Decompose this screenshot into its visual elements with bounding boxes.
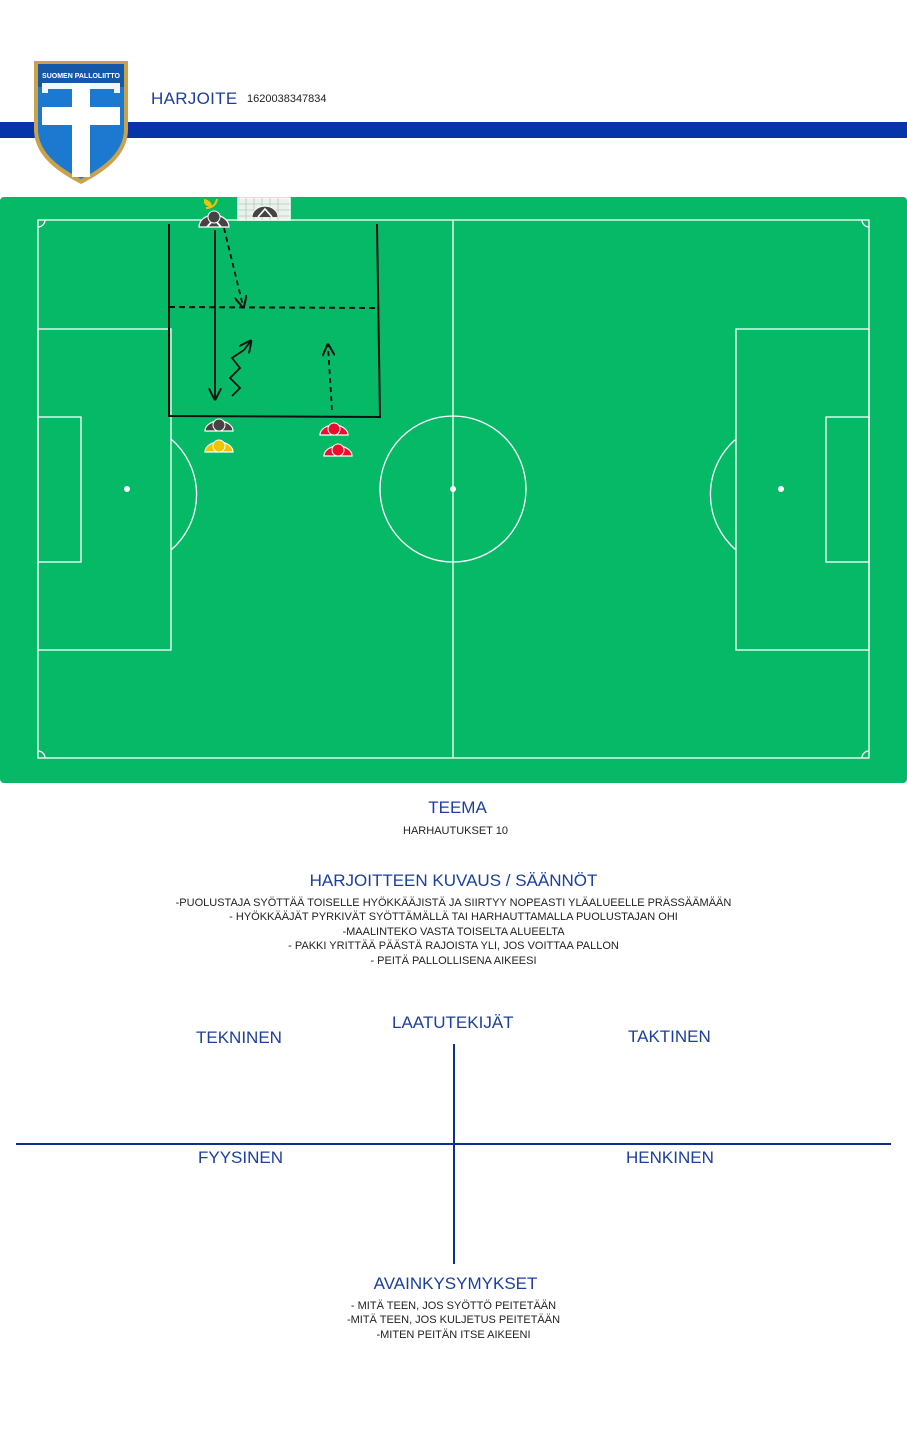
quadrant-physical: FYYSINEN	[198, 1148, 284, 1167]
pitch-markings	[37, 219, 870, 759]
center-spot	[450, 486, 456, 492]
pitch-diagram	[0, 197, 907, 783]
key-questions-list: - MITÄ TEEN, JOS SYÖTTÖ PEITETÄÄN -MITÄ …	[0, 1299, 907, 1342]
rules-list: -PUOLUSTAJA SYÖTTÄÄ TOISELLE HYÖKKÄÄJIST…	[0, 896, 907, 968]
attacker-gray-icon	[204, 418, 234, 432]
left-goal-area	[37, 416, 82, 563]
rule-line: - PEITÄ PALLOLLISENA AIKEESI	[370, 954, 537, 967]
run-arrow	[223, 227, 243, 306]
suomen-palloliitto-crest-icon: SUOMEN PALLOLIITTO	[34, 61, 128, 184]
right-penalty-spot	[778, 486, 784, 492]
run-arrow	[328, 346, 332, 411]
attacker-yellow-icon	[204, 439, 234, 453]
quadrant-tactical: TAKTINEN	[628, 1027, 711, 1046]
right-penalty-arc	[709, 438, 737, 551]
attacker-red-icon	[323, 443, 353, 457]
key-question-line: - MITÄ TEEN, JOS SYÖTTÖ PEITETÄÄN	[350, 1300, 557, 1312]
corner-arc	[861, 750, 870, 759]
attacker-red-icon	[319, 422, 349, 436]
defender-yellow-icon	[204, 199, 218, 209]
rules-heading: HARJOITTEEN KUVAUS / SÄÄNNÖT	[309, 871, 598, 890]
exercise-area	[168, 223, 382, 419]
quadrant-mental: HENKINEN	[626, 1148, 714, 1167]
teema-heading: TEEMA	[428, 798, 487, 817]
key-question-line: -MITEN PEITÄN ITSE AIKEENI	[376, 1328, 531, 1341]
right-goal-area	[825, 416, 870, 563]
rule-line: -MAALINTEKO VASTA TOISELTA ALUEELTA	[342, 925, 565, 938]
quality-factors-title: LAATUTEKIJÄT	[392, 1013, 514, 1032]
rule-line: -PUOLUSTAJA SYÖTTÄÄ TOISELLE HYÖKKÄÄJIST…	[175, 897, 732, 909]
left-penalty-arc	[170, 438, 198, 551]
left-penalty-spot	[124, 486, 130, 492]
exercise-id: 1620038347834	[247, 93, 327, 105]
corner-arc	[37, 219, 46, 228]
key-question-line: -MITÄ TEEN, JOS KULJETUS PEITETÄÄN	[346, 1314, 561, 1327]
defender-gray-icon	[198, 210, 230, 228]
dribble-arrow	[228, 342, 250, 397]
rule-line: - HYÖKKÄÄJÄT PYRKIVÄT SYÖTTÄMÄLLÄ TAI HA…	[229, 911, 678, 924]
header-band	[0, 122, 907, 138]
exercise-title: HARJOITE	[151, 89, 238, 108]
rule-line: - PAKKI YRITTÄÄ PÄÄSTÄ RAJOISTA YLI, JOS…	[288, 940, 619, 953]
quadrant-vertical-divider	[453, 1044, 455, 1264]
center-circle	[379, 415, 527, 563]
corner-arc	[37, 750, 46, 759]
key-questions-heading: AVAINKYSYMYKSET	[373, 1274, 538, 1293]
quadrant-technical: TEKNINEN	[196, 1028, 282, 1047]
crest-text: SUOMEN PALLOLIITTO	[42, 73, 120, 80]
small-goal-icon	[237, 197, 291, 221]
teema-text: HARHAUTUKSET 10	[403, 825, 508, 837]
corner-arc	[861, 219, 870, 228]
